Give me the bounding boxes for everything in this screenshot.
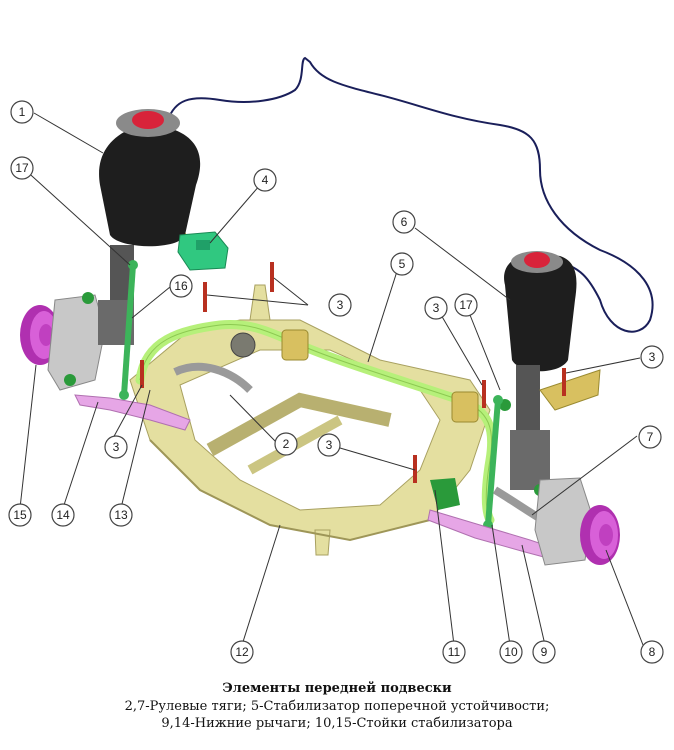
left-steering-link [173,362,253,393]
svg-text:2: 2 [283,437,290,451]
callout-3-d: 3 [640,345,664,369]
callout-17-a: 17 [10,156,34,180]
callout-4: 4 [253,168,277,192]
svg-text:15: 15 [13,508,27,522]
svg-text:3: 3 [113,440,120,454]
svg-text:3: 3 [433,301,440,315]
svg-text:12: 12 [235,645,249,659]
callout-11: 11 [442,640,466,664]
leader-lines [19,112,644,646]
svg-text:13: 13 [114,508,128,522]
left-stabilizer-link [121,264,136,396]
callout-2: 2 [274,432,298,456]
callout-3-c: 3 [424,296,448,320]
callout-8: 8 [640,640,664,664]
svg-text:7: 7 [647,430,654,444]
svg-text:9: 9 [541,645,548,659]
svg-text:4: 4 [262,173,269,187]
callout-12: 12 [230,640,254,664]
svg-text:5: 5 [399,257,406,271]
height-sensor [177,231,229,271]
callout-6: 6 [392,210,416,234]
callout-13: 13 [109,503,133,527]
svg-text:16: 16 [174,279,188,293]
caption-line-2: 9,14-Нижние рычаги; 10,15-Стойки стабили… [161,716,513,731]
svg-text:17: 17 [15,161,29,175]
callout-14: 14 [51,503,75,527]
svg-text:6: 6 [401,215,408,229]
right-air-spring [499,251,577,496]
left-air-spring [98,109,201,345]
svg-text:17: 17 [459,298,473,312]
callout-3-a: 3 [328,293,352,317]
callout-3-e: 3 [317,433,341,457]
callout-1: 1 [10,100,34,124]
callout-9: 9 [532,640,556,664]
mounting-bolts [140,262,566,483]
callout-17-b: 17 [454,293,478,317]
svg-text:3: 3 [337,298,344,312]
callout-15: 15 [8,503,32,527]
svg-text:3: 3 [649,350,656,364]
svg-text:11: 11 [448,645,461,659]
callout-7: 7 [638,425,662,449]
svg-text:8: 8 [649,645,656,659]
callout-16: 16 [169,274,193,298]
svg-text:14: 14 [56,508,70,522]
callout-5: 5 [390,252,414,276]
svg-text:10: 10 [504,645,518,659]
callout-10: 10 [499,640,523,664]
front-suspension-diagram: 1 2 3 3 3 3 3 4 5 6 7 8 9 10 11 12 13 14… [8,56,664,664]
left-lower-arm [74,394,191,431]
left-hub [20,292,106,391]
right-hub [534,477,620,566]
diagram-caption: Элементы передней подвески 2,7-Рулевые т… [0,680,674,732]
caption-line-1: 2,7-Рулевые тяги; 5-Стабилизатор попереч… [124,699,550,714]
svg-text:3: 3 [326,438,333,452]
air-supply-line [167,56,654,333]
callout-3-b: 3 [104,435,128,459]
svg-text:1: 1 [19,105,26,119]
caption-title: Элементы передней подвески [222,681,452,696]
right-stabilizer-link [485,399,501,526]
